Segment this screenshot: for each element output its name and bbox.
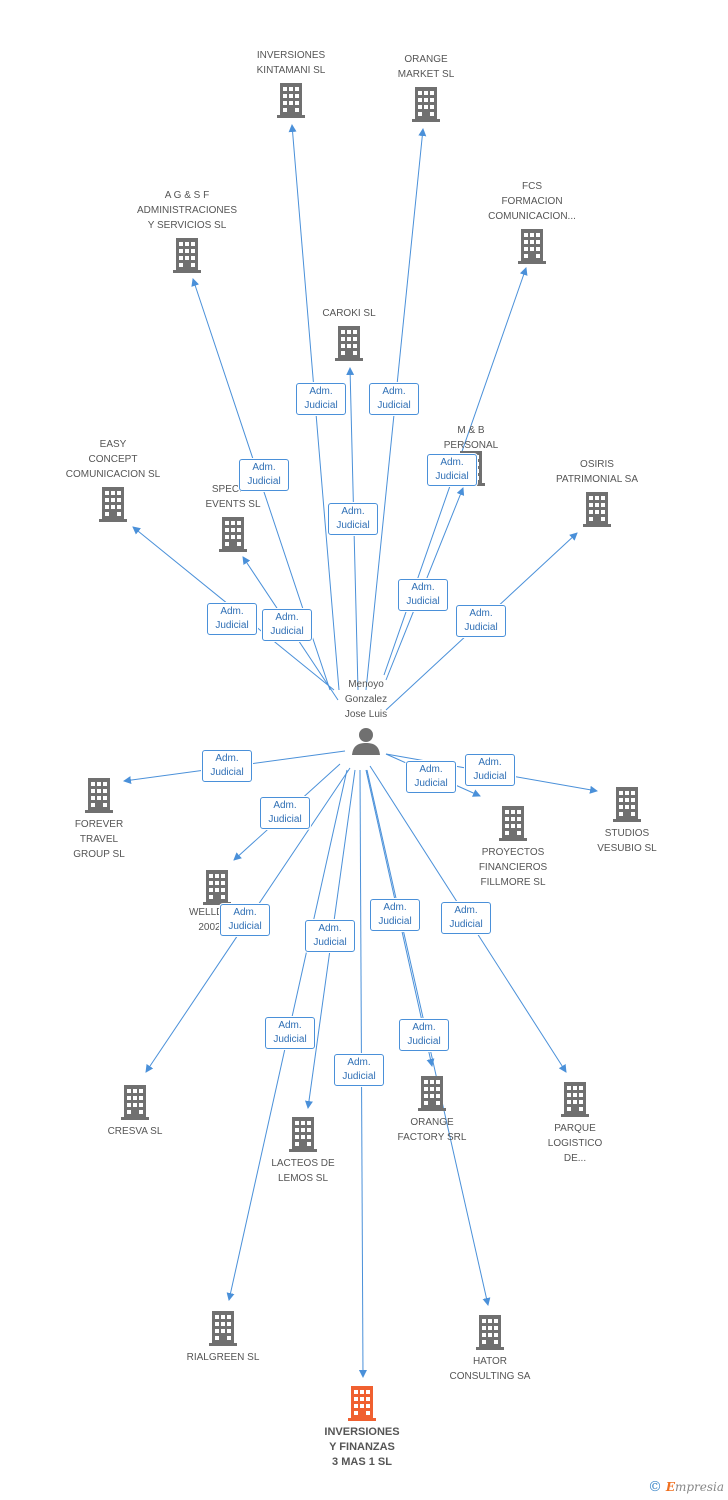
building-icon bbox=[219, 517, 247, 552]
company-name: LACTEOS DE LEMOS SL bbox=[271, 1158, 335, 1184]
role-badge-mb[interactable]: Adm. Judicial bbox=[398, 579, 448, 611]
company-name: PROYECTOS FINANCIEROS FILLMORE SL bbox=[478, 847, 548, 888]
company-node-caroki[interactable]: CAROKI SL bbox=[294, 306, 404, 361]
company-node-cresva[interactable]: CRESVA SL bbox=[80, 1084, 190, 1139]
building-icon bbox=[121, 1085, 149, 1120]
company-node-orange-factory[interactable]: ORANGE FACTORY SRL bbox=[377, 1075, 487, 1145]
company-node-proyectos[interactable]: PROYECTOS FINANCIEROS FILLMORE SL bbox=[458, 805, 568, 890]
company-node-fcs[interactable]: FCS FORMACION COMUNICACION... bbox=[477, 179, 587, 264]
role-badge-kintamani[interactable]: Adm. Judicial bbox=[296, 383, 346, 415]
company-node-kintamani[interactable]: INVERSIONES KINTAMANI SL bbox=[236, 48, 346, 118]
role-badge-hator[interactable]: Adm. Judicial bbox=[399, 1019, 449, 1051]
role-badge-caroki[interactable]: Adm. Judicial bbox=[328, 503, 378, 535]
building-icon bbox=[277, 83, 305, 118]
building-icon bbox=[289, 1117, 317, 1152]
building-icon bbox=[203, 870, 231, 905]
building-icon bbox=[209, 1311, 237, 1346]
company-name: INVERSIONES Y FINANZAS 3 MAS 1 SL bbox=[324, 1426, 400, 1468]
role-badge-vesubio[interactable]: Adm. Judicial bbox=[465, 754, 515, 786]
brand-name: mpresia bbox=[674, 1480, 725, 1494]
footer-brand: © Empresia bbox=[648, 1479, 724, 1495]
company-name: FOREVER TRAVEL GROUP SL bbox=[73, 819, 125, 860]
company-node-main[interactable]: INVERSIONES Y FINANZAS 3 MAS 1 SL bbox=[307, 1385, 417, 1470]
company-node-forever[interactable]: FOREVER TRAVEL GROUP SL bbox=[44, 777, 154, 862]
role-badge-fcs[interactable]: Adm. Judicial bbox=[427, 454, 477, 486]
company-name: STUDIOS VESUBIO SL bbox=[597, 828, 657, 854]
role-badge-parque[interactable]: Adm. Judicial bbox=[441, 902, 491, 934]
role-badge-proyectos[interactable]: Adm. Judicial bbox=[406, 761, 456, 793]
company-node-vesubio[interactable]: STUDIOS VESUBIO SL bbox=[572, 786, 682, 856]
company-node-agsf[interactable]: A G & S F ADMINISTRACIONES Y SERVICIOS S… bbox=[132, 188, 242, 273]
building-icon bbox=[335, 326, 363, 361]
role-badge-lacteos[interactable]: Adm. Judicial bbox=[305, 920, 355, 952]
building-icon-highlighted bbox=[348, 1386, 376, 1421]
role-badge-main[interactable]: Adm. Judicial bbox=[334, 1054, 384, 1086]
company-node-easy[interactable]: EASY CONCEPT COMUNICACION SL bbox=[58, 437, 168, 522]
company-name: ORANGE MARKET SL bbox=[397, 54, 455, 80]
building-icon bbox=[173, 238, 201, 273]
company-name: CAROKI SL bbox=[322, 308, 376, 319]
building-icon bbox=[412, 87, 440, 122]
building-icon bbox=[613, 787, 641, 822]
brand-initial: E bbox=[665, 1480, 675, 1494]
role-badge-forever[interactable]: Adm. Judicial bbox=[202, 750, 252, 782]
company-name: RIALGREEN SL bbox=[186, 1352, 260, 1363]
company-node-orange-market[interactable]: ORANGE MARKET SL bbox=[371, 52, 481, 122]
company-name: A G & S F ADMINISTRACIONES Y SERVICIOS S… bbox=[136, 190, 237, 231]
role-badge-cresva[interactable]: Adm. Judicial bbox=[220, 904, 270, 936]
company-name: HATOR CONSULTING SA bbox=[449, 1356, 531, 1382]
building-icon bbox=[85, 778, 113, 813]
role-badge-welldone[interactable]: Adm. Judicial bbox=[260, 797, 310, 829]
role-badge-orange-factory[interactable]: Adm. Judicial bbox=[370, 899, 420, 931]
company-name: PARQUE LOGISTICO DE... bbox=[547, 1123, 603, 1164]
company-node-rialgreen[interactable]: RIALGREEN SL bbox=[168, 1310, 278, 1365]
company-name: ORANGE FACTORY SRL bbox=[397, 1117, 467, 1143]
company-node-special[interactable]: SPECIAL EVENTS SL bbox=[178, 482, 288, 552]
copyright-symbol: © bbox=[648, 1479, 662, 1495]
building-icon bbox=[476, 1315, 504, 1350]
company-name: EASY CONCEPT COMUNICACION SL bbox=[65, 439, 161, 480]
person-node[interactable]: Menoyo Gonzalez Jose Luis bbox=[316, 677, 416, 756]
role-badge-easy[interactable]: Adm. Judicial bbox=[207, 603, 257, 635]
role-badge-special[interactable]: Adm. Judicial bbox=[262, 609, 312, 641]
company-node-hator[interactable]: HATOR CONSULTING SA bbox=[435, 1314, 545, 1384]
company-name: FCS FORMACION COMUNICACION... bbox=[488, 181, 576, 222]
role-badge-rialgreen[interactable]: Adm. Judicial bbox=[265, 1017, 315, 1049]
building-icon bbox=[99, 487, 127, 522]
person-name: Menoyo Gonzalez Jose Luis bbox=[344, 679, 388, 720]
company-name: INVERSIONES KINTAMANI SL bbox=[256, 50, 326, 76]
building-icon bbox=[418, 1076, 446, 1111]
building-icon bbox=[561, 1082, 589, 1117]
role-badge-osiris[interactable]: Adm. Judicial bbox=[456, 605, 506, 637]
company-name: SPECIAL EVENTS SL bbox=[205, 484, 261, 510]
role-badge-orange-market[interactable]: Adm. Judicial bbox=[369, 383, 419, 415]
role-badge-agsf[interactable]: Adm. Judicial bbox=[239, 459, 289, 491]
building-icon bbox=[499, 806, 527, 841]
company-node-parque[interactable]: PARQUE LOGISTICO DE... bbox=[520, 1081, 630, 1166]
building-icon bbox=[583, 492, 611, 527]
person-icon bbox=[352, 728, 380, 755]
building-icon bbox=[518, 229, 546, 264]
company-node-osiris[interactable]: OSIRIS PATRIMONIAL SA bbox=[542, 457, 652, 527]
company-name: CRESVA SL bbox=[107, 1126, 163, 1137]
company-name: OSIRIS PATRIMONIAL SA bbox=[555, 459, 639, 485]
company-node-lacteos[interactable]: LACTEOS DE LEMOS SL bbox=[248, 1116, 358, 1186]
